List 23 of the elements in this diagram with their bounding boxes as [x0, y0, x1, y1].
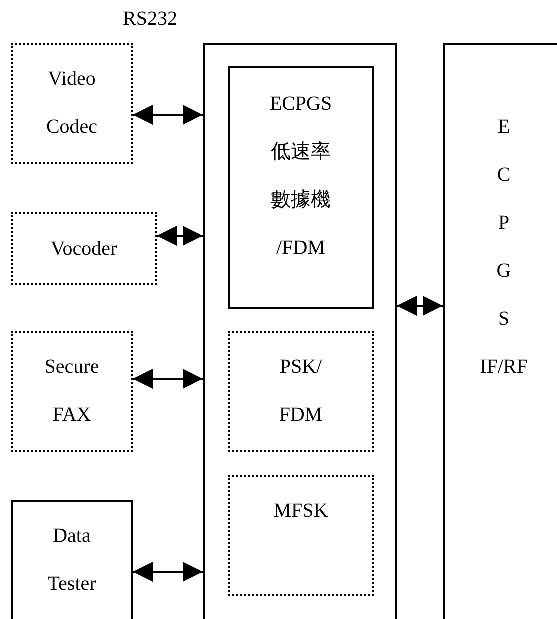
dotted-box: [228, 331, 374, 452]
block-label: ECPGS低速率數據機/FDM: [269, 92, 333, 261]
dotted-box: [11, 212, 157, 285]
block-box: [228, 66, 374, 309]
double-arrow: [157, 226, 203, 246]
block-label: PSK/ FDM: [279, 355, 323, 428]
block-label: Vocoder: [50, 237, 118, 262]
interface-label: RS232: [123, 8, 178, 31]
block-box: [443, 43, 557, 619]
double-arrow: [133, 369, 203, 389]
block-box: [203, 43, 397, 619]
dotted-box: [228, 475, 374, 596]
double-arrow: [397, 296, 443, 316]
block-label: Secure FAX: [44, 355, 100, 428]
block-box: [11, 500, 133, 619]
block-label: Data Tester: [48, 524, 96, 597]
block-label: MFSK: [274, 499, 328, 524]
block-label: Video Codec: [46, 67, 98, 140]
dotted-box: [11, 43, 133, 164]
double-arrow: [133, 105, 203, 125]
dotted-box: [11, 331, 133, 452]
block-label: E C P G S IF/RF: [480, 115, 528, 380]
double-arrow: [133, 562, 203, 582]
